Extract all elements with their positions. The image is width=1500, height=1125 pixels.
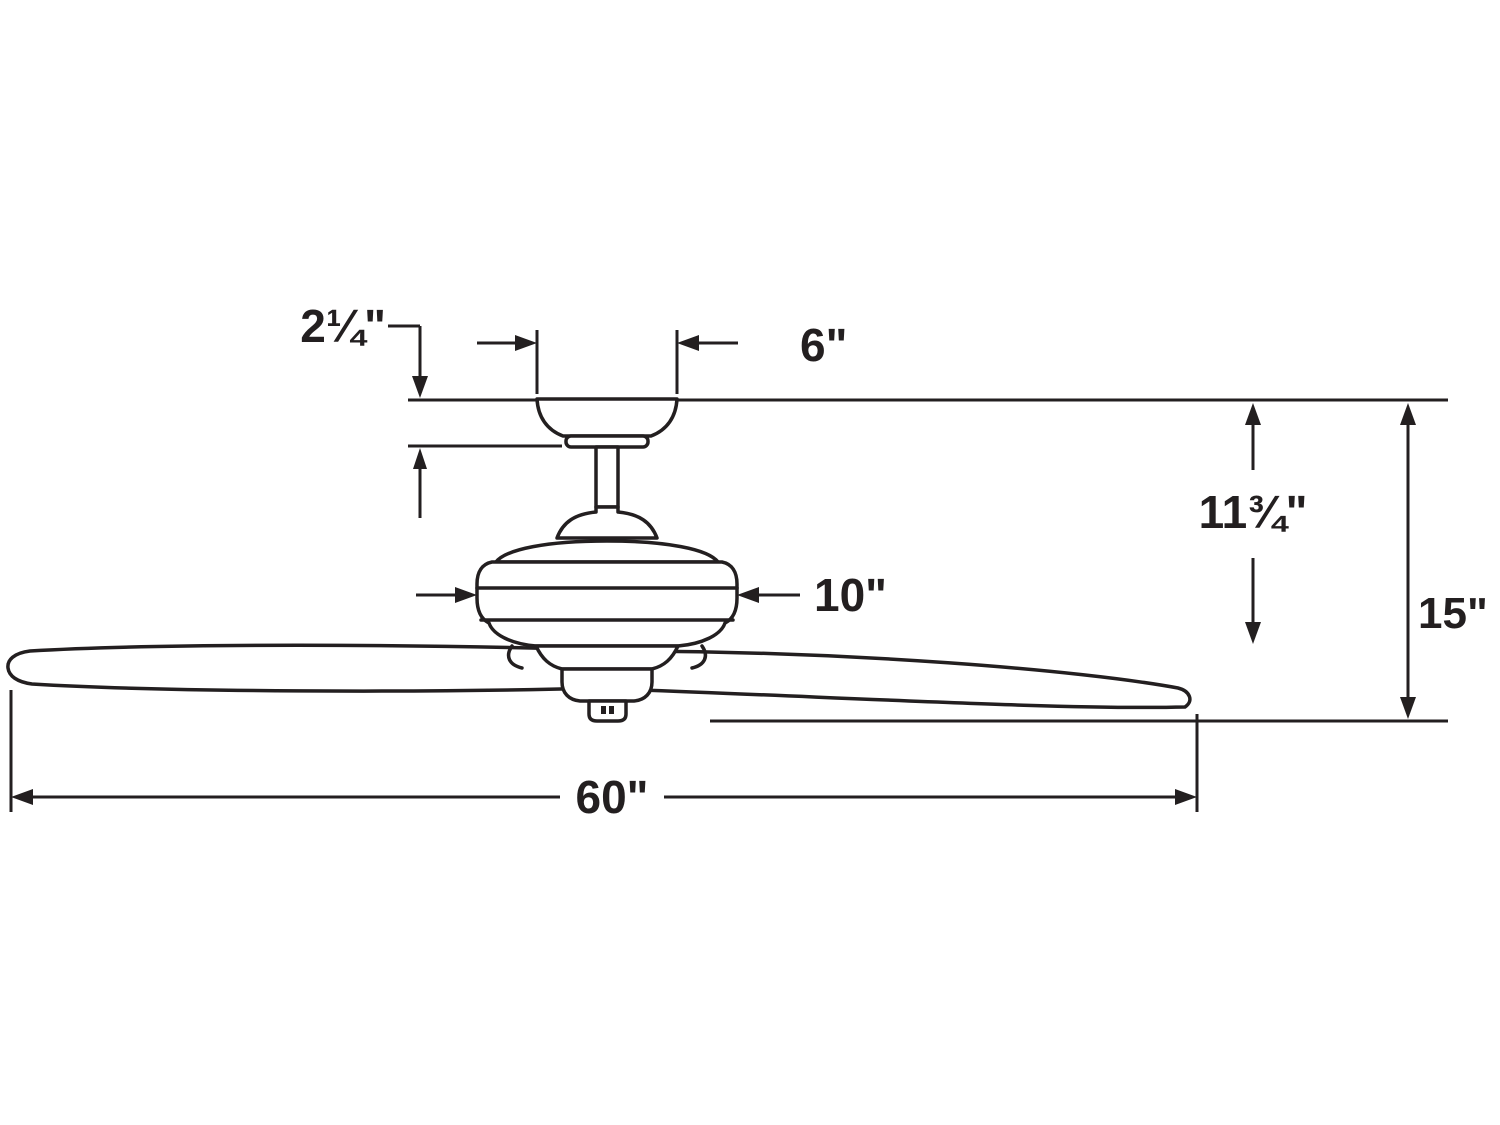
arrowhead-left [677,335,699,351]
dim-blade-span: 60" [9,690,1199,823]
motor-dome [494,539,720,564]
arrowhead-up [1245,403,1261,425]
arrowhead-right [1175,789,1197,805]
arrowhead-up [413,448,427,469]
fan [6,397,1192,723]
motor-housing [475,560,739,648]
ceiling-to-blades-label: 11¾" [1199,486,1308,538]
blade-left [6,643,602,693]
blade-right [613,649,1192,710]
blade-span-label: 60" [576,771,649,823]
arrowhead-right [515,335,537,351]
canopy-width-label: 6" [800,319,847,371]
arrowhead-down [1400,697,1416,719]
switch-detail-right [609,706,614,714]
arrowhead-down [1245,622,1261,644]
motor-width-label: 10" [814,569,887,621]
blade-iron-right [690,644,708,670]
downrod [594,445,620,509]
arrowhead-left [737,587,759,603]
arrowhead-down [412,376,428,398]
arrowhead-right [455,587,477,603]
overall-height-label: 15" [1418,589,1488,638]
canopy-height-label: 2¼" [300,300,386,352]
arrowhead-left [11,789,33,805]
blade-iron-left [506,644,524,670]
dim-motor-width: 10" [416,569,887,621]
dim-overall-height: 15" [710,403,1488,723]
dim-canopy-height: 2¼" [300,300,562,518]
arrowhead-up [1400,403,1416,425]
downrod-coupler [555,505,659,540]
dim-ceiling-to-blades: 11¾" [1199,403,1308,644]
switch-detail-left [601,706,606,714]
switch-housing [587,699,628,723]
canopy [535,397,679,438]
light-kit-drum [560,667,654,703]
dim-canopy-width: 6" [477,319,847,394]
light-kit-frustum [534,644,680,671]
